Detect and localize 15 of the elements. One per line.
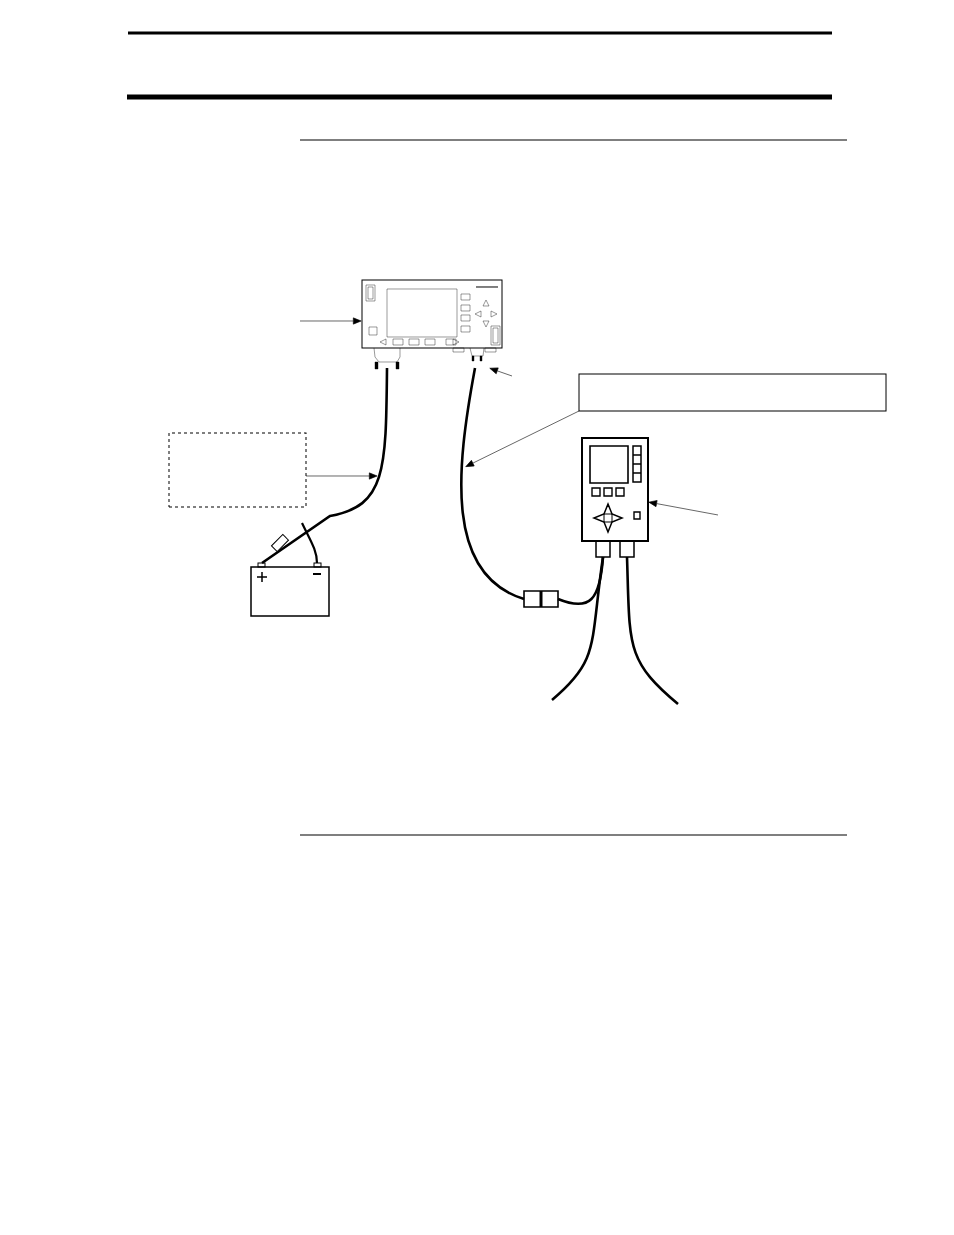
dashed-box — [168, 432, 307, 508]
handheld-device-drawing — [581, 437, 649, 558]
battery-drawing — [250, 562, 330, 617]
callout-box — [578, 373, 887, 412]
display-unit-drawing — [361, 279, 503, 370]
cable — [551, 556, 605, 701]
cable — [625, 556, 679, 705]
inline-connector — [523, 590, 559, 608]
leader-line — [489, 367, 513, 377]
cable — [261, 367, 389, 565]
leader-line — [305, 472, 378, 480]
leader-line — [648, 500, 719, 516]
leader-line — [299, 317, 362, 325]
cable — [460, 367, 525, 601]
leader-line — [465, 410, 580, 467]
